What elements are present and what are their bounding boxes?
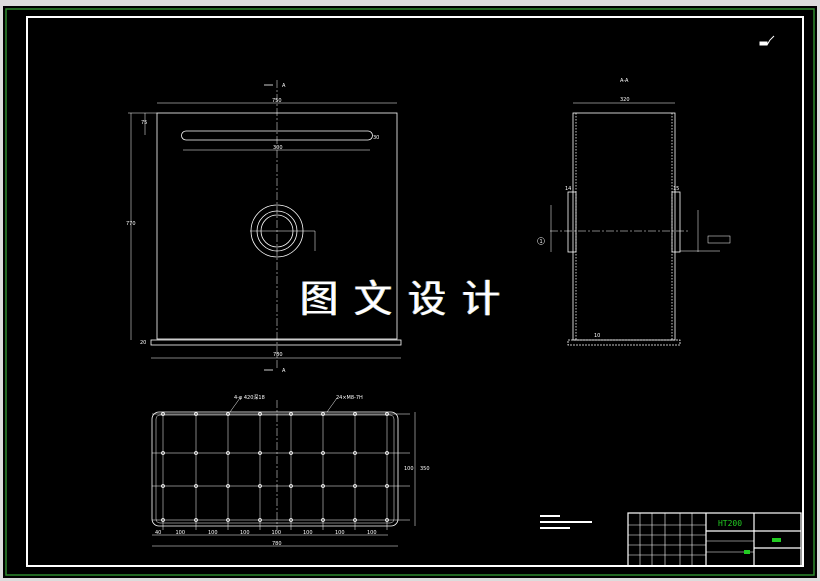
bolt-hole (321, 484, 325, 488)
bolt-hole (321, 451, 325, 455)
bolt-hole (194, 518, 198, 522)
bolt-hole (161, 484, 165, 488)
dim-overall-height: 350 (420, 466, 430, 472)
dim-overall-width: 780 (272, 541, 282, 547)
note-holes: 4-φ 420深18 (234, 394, 265, 401)
drawing-frame (26, 16, 804, 567)
bolt-hole (385, 518, 389, 522)
section-view (537, 102, 731, 346)
front-view (128, 80, 402, 371)
dim-base-width: 780 (273, 352, 283, 358)
bolt-hole (194, 412, 198, 416)
bolt-hole (321, 518, 325, 522)
bolt-hole (353, 451, 357, 455)
section-marker-top: A (282, 83, 286, 89)
dim-pitch: 100 (176, 530, 186, 536)
bolt-hole (161, 412, 165, 416)
bottom-view (151, 397, 416, 547)
bolt-hole (258, 518, 262, 522)
callout-number: 1 (540, 239, 543, 245)
dim-slot-length: 300 (273, 145, 283, 151)
dim-pitch: 100 (303, 530, 313, 536)
dim-pitch: 100 (272, 530, 282, 536)
bolt-hole (258, 451, 262, 455)
bolt-hole (226, 484, 230, 488)
bolt-hole (194, 484, 198, 488)
roughness-symbol-icon (759, 35, 775, 46)
dim-pitch: 100 (240, 530, 250, 536)
dim-pitch: 100 (335, 530, 345, 536)
dim-height: 770 (126, 221, 136, 227)
bolt-hole (353, 518, 357, 522)
bolt-hole (289, 412, 293, 416)
bolt-hole (321, 412, 325, 416)
watermark: 图文设计 (300, 277, 517, 321)
bolt-hole (258, 484, 262, 488)
section-marker-bottom: A (282, 368, 286, 374)
bolt-hole (194, 451, 198, 455)
dim-section-width: 320 (620, 97, 630, 103)
bolt-hole (385, 484, 389, 488)
dim-slot-offset: 75 (141, 120, 147, 126)
bolt-hole (353, 484, 357, 488)
bolt-hole (289, 451, 293, 455)
bolt-hole (385, 451, 389, 455)
bolt-hole (289, 518, 293, 522)
outer-border (5, 8, 815, 576)
drawing-background (3, 6, 817, 578)
technical-notes (540, 515, 592, 529)
dim-edge: 40 (155, 530, 161, 536)
dim-top-width: 750 (272, 98, 282, 104)
dim-pitch: 100 (208, 530, 218, 536)
bolt-hole (161, 451, 165, 455)
bolt-hole (258, 412, 262, 416)
bolt-hole (289, 484, 293, 488)
title-block (627, 512, 802, 567)
material-label: HT200 (718, 519, 742, 528)
section-title: A-A (620, 78, 629, 84)
dim-pitch: 100 (367, 530, 377, 536)
dim-side-pitch: 100 (404, 466, 414, 472)
bolt-hole (385, 412, 389, 416)
bolt-hole (161, 518, 165, 522)
dim-boss-left: 14 (565, 186, 571, 192)
dim-slot-width: 30 (373, 135, 379, 141)
bolt-hole (226, 412, 230, 416)
dim-base-thickness: 20 (140, 340, 146, 346)
bolt-hole (226, 451, 230, 455)
bolt-hole (353, 412, 357, 416)
dim-wall: 10 (594, 333, 600, 339)
note-threads: 24×M8-7H (336, 395, 363, 401)
bolt-hole (226, 518, 230, 522)
dim-boss-right: 15 (673, 186, 679, 192)
